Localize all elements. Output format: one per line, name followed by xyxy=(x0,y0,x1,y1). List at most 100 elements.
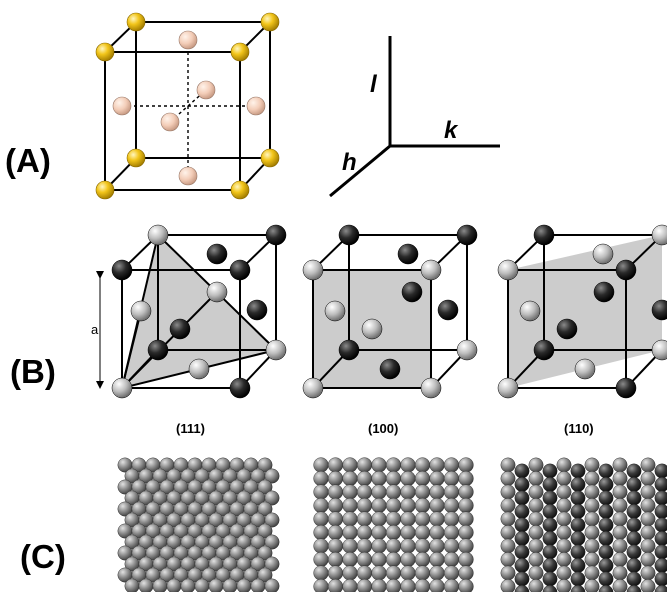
surface-atom xyxy=(542,477,558,492)
surface-atom xyxy=(528,579,544,592)
surface-atom xyxy=(612,511,628,527)
surface-atom xyxy=(166,578,182,592)
surface-atom xyxy=(514,585,530,592)
plane-label-100: (100) xyxy=(368,421,398,436)
surface-atom xyxy=(514,571,530,587)
surface-atom xyxy=(542,585,558,592)
surface-atom xyxy=(443,470,460,487)
surface-atom xyxy=(654,544,667,560)
surface-atom xyxy=(514,463,530,479)
surface-atom xyxy=(528,457,544,473)
surface-atom xyxy=(313,524,329,541)
surface-atom xyxy=(458,578,474,592)
surface-atom xyxy=(180,578,196,592)
surface-atom xyxy=(327,511,344,527)
surface-atom xyxy=(626,544,642,560)
surface-atom xyxy=(385,470,402,487)
surface-atom xyxy=(356,578,373,592)
surface-atom xyxy=(264,512,280,528)
surface-atom xyxy=(327,484,344,500)
surface-atom xyxy=(414,484,431,500)
surface-atom xyxy=(654,477,667,492)
surface-atom xyxy=(514,544,530,560)
surface-atom xyxy=(124,578,140,592)
surface-atom xyxy=(400,524,416,541)
surface-atom xyxy=(556,471,572,486)
miller-axes: l k h xyxy=(329,36,500,198)
surface-atom xyxy=(500,579,516,592)
surface-atom xyxy=(584,457,600,473)
surface-atom xyxy=(414,551,431,568)
surface-atom xyxy=(598,585,614,592)
surface-atom xyxy=(458,551,474,568)
surface-atom xyxy=(640,552,656,567)
surface-atom xyxy=(626,585,642,592)
surface-atom xyxy=(429,578,445,592)
panel-b-label: (B) xyxy=(10,353,56,390)
surface-atom xyxy=(414,565,431,581)
surface-atom xyxy=(385,497,402,514)
surface-atom xyxy=(654,558,667,573)
surface-atom xyxy=(400,484,416,500)
surface-atom xyxy=(514,531,530,546)
surface-atom xyxy=(342,578,358,592)
surface-atom xyxy=(500,552,516,567)
surface-atom xyxy=(528,538,544,554)
surface-atom xyxy=(514,558,530,573)
surface-atom xyxy=(414,578,431,592)
surface-atom xyxy=(371,484,387,500)
surface-atom xyxy=(443,457,460,473)
surface-atom xyxy=(443,538,460,554)
surface-atom xyxy=(626,463,642,479)
surface-atom xyxy=(356,497,373,514)
surface-atom xyxy=(584,538,600,554)
surface-atom xyxy=(429,470,445,487)
surface-atom xyxy=(342,551,358,568)
surface-atom xyxy=(570,504,586,519)
surface-atom xyxy=(458,457,474,473)
surface-atom xyxy=(612,525,628,540)
surface-atom xyxy=(400,538,416,554)
surface-atom xyxy=(458,497,474,514)
surface-atom xyxy=(612,471,628,486)
surface-atom xyxy=(257,501,273,517)
surface-atom xyxy=(443,578,460,592)
surface-atom xyxy=(612,484,628,500)
surface-atom xyxy=(429,497,445,514)
surface-atom xyxy=(257,545,273,561)
surface-atom xyxy=(400,511,416,527)
surface-atom xyxy=(327,578,344,592)
surface-atom xyxy=(570,477,586,492)
surface-atom xyxy=(385,565,402,581)
surface-atom xyxy=(400,551,416,568)
surface-atom xyxy=(528,565,544,581)
surface-atom xyxy=(327,524,344,541)
surface-atom xyxy=(500,511,516,527)
surface-atom xyxy=(385,524,402,541)
surface-atom xyxy=(500,525,516,540)
surface-atom xyxy=(640,579,656,592)
surface-atom xyxy=(443,497,460,514)
surface-atom xyxy=(542,504,558,519)
surface-atom xyxy=(208,578,224,592)
surface-atom xyxy=(313,565,329,581)
surface-atom xyxy=(342,511,358,527)
lattice-constant-label: a xyxy=(91,322,99,337)
surface-atom xyxy=(371,511,387,527)
surface-atom xyxy=(356,484,373,500)
surface-atom xyxy=(152,578,168,592)
surface-atom xyxy=(626,531,642,546)
surface-atom xyxy=(556,565,572,581)
surface-atom xyxy=(257,457,273,473)
surface-atom xyxy=(598,504,614,519)
surface-atom xyxy=(612,579,628,592)
surface-atom xyxy=(458,524,474,541)
surface-atom xyxy=(257,479,273,495)
surface-atom xyxy=(500,565,516,581)
surface-atom xyxy=(584,579,600,592)
surface-atom xyxy=(313,551,329,568)
surface-atom xyxy=(598,531,614,546)
surface-atom xyxy=(371,551,387,568)
lattice-constant-dimension: a xyxy=(91,271,104,389)
